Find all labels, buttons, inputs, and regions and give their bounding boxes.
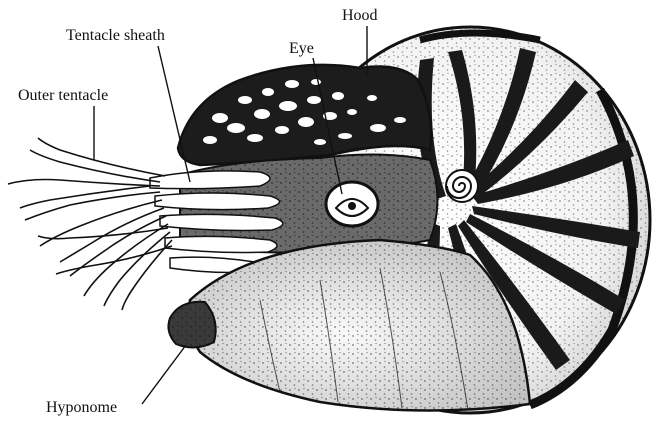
tentacle-sheath-label: Tentacle sheath <box>66 27 165 44</box>
tentacles <box>8 138 172 310</box>
outer-tentacle-label: Outer tentacle <box>18 87 108 104</box>
hyponome <box>168 302 215 348</box>
eye <box>326 182 378 226</box>
tentacle-sheath-leader <box>158 46 190 182</box>
eye-label: Eye <box>289 40 314 57</box>
umbilicus-spiral <box>446 170 478 202</box>
hyponome-label: Hyponome <box>46 399 117 416</box>
hyponome-leader <box>142 345 186 404</box>
hood-label: Hood <box>342 7 378 24</box>
